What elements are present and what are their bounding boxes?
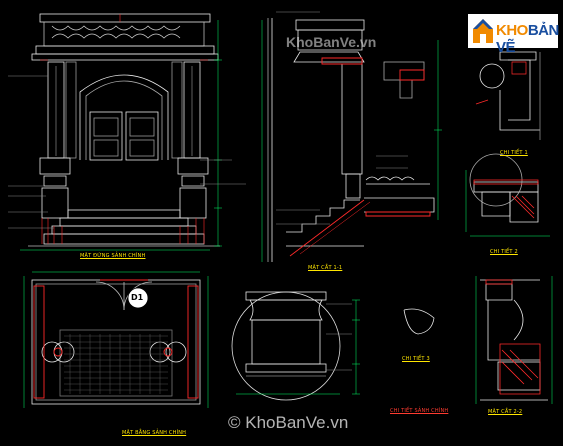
section-1-1-leaders	[276, 11, 408, 225]
section-1-1-dimensions	[261, 20, 442, 262]
plan-view-pattern	[64, 334, 168, 394]
detail-1-hatch	[475, 61, 527, 105]
section-1-1-hatch	[289, 57, 431, 257]
watermark-bottom: © KhoBanVe.vn	[228, 413, 349, 432]
section-2-2-drawing	[480, 279, 548, 401]
label-front-elevation: MẶT ĐỨNG SẢNH CHÍNH	[80, 253, 146, 259]
logo-wordmark: KHOBẢN VẼ	[496, 22, 559, 56]
label-plan-view: MẶT BẰNG SẢNH CHÍNH	[122, 430, 187, 436]
main-hall-detail-leaders	[326, 303, 352, 371]
d1-marker-text: D1	[131, 293, 144, 302]
section-1-1-drawing	[267, 18, 435, 262]
front-elevation-leaders	[8, 75, 246, 229]
detail-2-dimensions	[465, 170, 550, 237]
main-hall-detail-drawing	[231, 291, 435, 401]
logo-part-kho: KHO	[496, 22, 528, 39]
label-section-1-1: MẶT CẮT 1-1	[308, 265, 343, 271]
main-hall-detail-dimensions	[236, 299, 360, 395]
logo-part-banve: BẢN VẼ	[496, 22, 559, 56]
detail-1-drawing	[479, 51, 541, 140]
site-logo[interactable]: KHOBẢN VẼ	[468, 14, 559, 56]
front-elevation-hatch	[40, 14, 208, 244]
front-elevation-drawing	[28, 13, 220, 247]
label-main-hall-detail: CHI TIẾT SẢNH CHÍNH	[390, 408, 449, 414]
plan-view-hatch	[33, 279, 199, 399]
section-2-2-dimensions	[475, 276, 553, 404]
watermark-top: KhoBanVe.vn	[286, 34, 377, 50]
house-logo-icon	[473, 19, 493, 43]
label-section-2-2: MẶT CẮT 2-2	[488, 409, 523, 415]
plan-view-dimensions	[23, 271, 209, 408]
section-2-2-hatch	[485, 279, 541, 395]
label-detail-3: CHI TIẾT 3	[402, 356, 430, 362]
d1-callout-marker	[127, 287, 149, 309]
label-detail-2: CHI TIẾT 2	[490, 249, 518, 255]
label-detail-1: CHI TIẾT 1	[500, 150, 528, 156]
detail-2-hatch	[473, 179, 539, 219]
